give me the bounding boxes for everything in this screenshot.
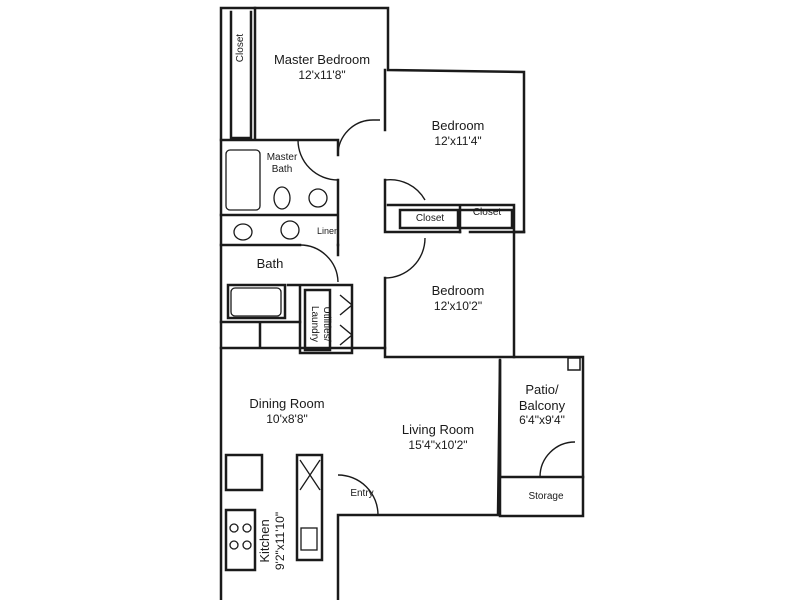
kitchen-sink xyxy=(300,527,318,551)
door-entry xyxy=(337,474,379,516)
room-name: Kitchen xyxy=(257,519,273,563)
door-laundry xyxy=(339,294,354,346)
stove-burner xyxy=(229,540,239,550)
bath-tub xyxy=(230,287,282,317)
master-bath-wall xyxy=(219,178,340,247)
utilities-line-2: Laundry xyxy=(309,305,320,343)
stove-burner xyxy=(229,523,239,533)
bath-label: Bath xyxy=(245,256,295,272)
room-name: Bedroom xyxy=(431,283,485,298)
door-storage xyxy=(539,441,576,478)
bath-toilet xyxy=(233,223,253,241)
living-room-label: Living Room 15'4"x10'2" xyxy=(378,422,498,452)
room-dimensions: 12'x11'4" xyxy=(434,133,482,148)
storage-label: Storage xyxy=(528,491,564,502)
outer-wall xyxy=(219,6,585,600)
kitchen-counter xyxy=(224,453,324,572)
entry-label: Entry xyxy=(350,488,374,499)
door-bath xyxy=(299,244,339,283)
room-name: Master Bedroom xyxy=(273,52,371,67)
door-bedroom-2 xyxy=(384,237,426,279)
bedroom-1-label: Bedroom 12'x11'4" xyxy=(408,118,508,148)
stove-burner xyxy=(242,523,252,533)
bath-sink xyxy=(280,220,300,240)
room-name: Living Room xyxy=(401,422,475,437)
linen-label: Linen xyxy=(316,226,340,236)
room-name: Dining Room xyxy=(249,396,325,411)
laundry-wall xyxy=(286,283,354,355)
master-closet-wall xyxy=(229,10,253,140)
master-bath-label: Master Bath xyxy=(262,152,302,176)
room-dimensions: 12'x10'2" xyxy=(433,298,483,313)
dining-room-label: Dining Room 10'x8'8" xyxy=(232,396,342,426)
storage-wall xyxy=(498,358,585,479)
stove-burner xyxy=(242,540,252,550)
bedroom-2-label: Bedroom 12'x10'2" xyxy=(408,283,508,313)
room-dimensions: 6'4"x9'4" xyxy=(519,413,565,428)
utilities-label: Utilities/ Laundry xyxy=(308,293,332,355)
patio-post xyxy=(567,357,581,371)
master-sink xyxy=(308,188,328,208)
room-dimensions: 15'4"x10'2" xyxy=(408,437,468,452)
entry-closet-x xyxy=(299,459,321,491)
door-master-bath xyxy=(297,139,339,181)
room-name-line-2: Balcony xyxy=(518,397,566,413)
closet-bedroom-right-label: Closet xyxy=(472,207,502,218)
door-master xyxy=(337,119,380,156)
room-name: Bath xyxy=(256,256,284,271)
closet-block xyxy=(386,203,516,234)
room-dimensions: 10'x8'8" xyxy=(266,411,308,426)
master-bedroom-label: Master Bedroom 12'x11'8" xyxy=(262,52,382,82)
room-dimensions: 12'x11'8" xyxy=(298,67,346,82)
master-toilet xyxy=(273,186,291,210)
room-name: Master Bath xyxy=(266,152,298,175)
closet-master-label: Closet xyxy=(235,33,246,63)
closet-bedroom-left-label: Closet xyxy=(415,213,445,224)
utilities-line-1: Utilities/ xyxy=(321,306,332,342)
room-name: Patio/ xyxy=(525,382,559,397)
door-bedroom-1 xyxy=(384,178,426,201)
kitchen-label: Kitchen 9'2"x11'10" xyxy=(257,491,287,591)
room-dimensions: 9'2"x11'10" xyxy=(272,511,287,571)
bath-wall xyxy=(219,243,340,349)
patio-label: Patio/ Balcony 6'4"x9'4" xyxy=(506,382,578,428)
master-tub xyxy=(225,149,261,211)
bedroom-2-wall xyxy=(383,276,516,359)
room-name: Bedroom xyxy=(431,118,485,133)
